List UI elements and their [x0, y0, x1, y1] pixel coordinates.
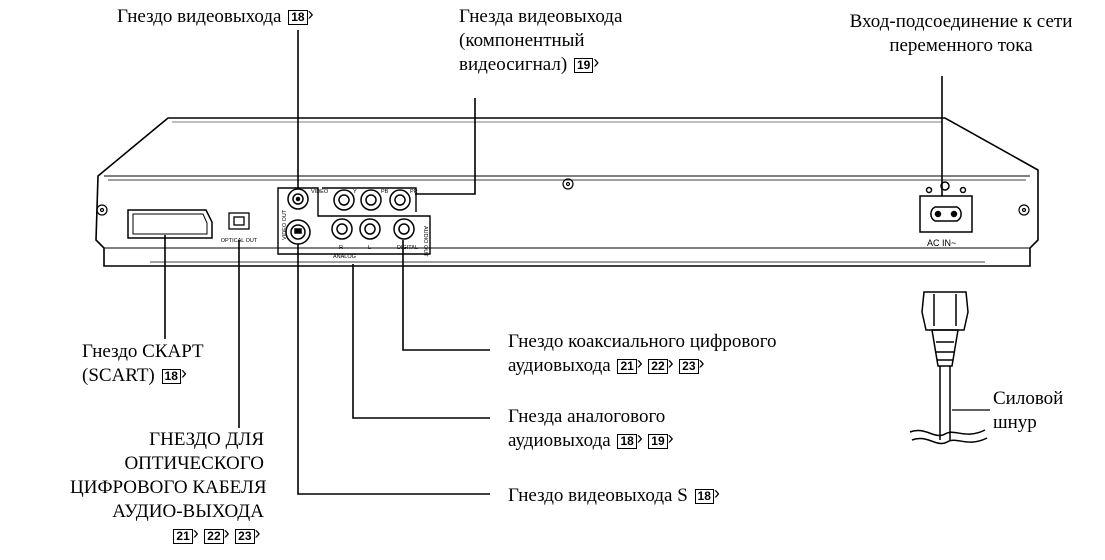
video-out-text: VIDEO OUT — [282, 209, 288, 240]
page-ref-badge: 21 — [173, 527, 199, 544]
av-jack-block — [277, 187, 431, 255]
page-ref-badge: 23 — [679, 357, 705, 374]
label-line: ГНЕЗДО ДЛЯ — [149, 429, 264, 450]
label-scart: Гнездо СКАРТ(SCART) 18 — [82, 340, 204, 388]
video-text: VIDEO — [311, 189, 329, 195]
scart-connector — [127, 209, 213, 239]
label-power-cord: Силовой шнур — [993, 387, 1063, 435]
ac-in-text: AC IN~ — [927, 238, 956, 248]
pb-text: PB — [381, 189, 389, 195]
label-line: Вход-подсоединение к сети — [849, 11, 1073, 32]
label-line: ОПТИЧЕСКОГО — [124, 453, 264, 474]
label-line: Гнездо СКАРТ — [82, 341, 204, 362]
audio-out-text: AUDIO OUT — [422, 226, 428, 257]
analog-text: ANALOG — [333, 254, 356, 260]
page-ref-badge: 23 — [235, 527, 261, 544]
power-cord — [909, 291, 990, 445]
page-ref-badge: 22 — [648, 357, 674, 374]
label-line: аудиовыхода 21 22 23 — [508, 354, 777, 378]
video-jack — [287, 188, 309, 210]
page-ref-badge: 18 — [161, 367, 187, 384]
label-line: Силовой — [993, 388, 1064, 409]
label-line: переменного тока — [889, 35, 1033, 56]
page-ref-badge: 22 — [204, 527, 230, 544]
label-ac-inlet: Вход-подсоединение к сети переменного ток… — [826, 10, 1096, 58]
label-line: аудиовыхода 18 19 — [508, 429, 677, 453]
page-ref-badge: 19 — [573, 56, 600, 73]
page-ref-badge: 18 — [288, 8, 314, 25]
label-line: (компонентный — [459, 30, 585, 51]
digital-text: DIGITAL — [397, 245, 418, 251]
label-line: (SCART) 18 — [82, 364, 204, 388]
component-jacks — [333, 189, 411, 211]
label-line: Гнездо видеовыхода S 18 — [508, 484, 723, 508]
label-line: шнур — [993, 412, 1037, 433]
leader-lines — [164, 30, 943, 495]
r-text: R — [339, 245, 343, 251]
label-optical: ГНЕЗДО ДЛЯ ОПТИЧЕСКОГО ЦИФРОВОГО КАБЕЛЯ АУД… — [70, 428, 267, 548]
page-ref-badge: 18 — [617, 432, 643, 449]
pr-text: PR — [410, 189, 418, 195]
page-ref-badge: 21 — [617, 357, 643, 374]
ac-inlet — [919, 181, 973, 233]
player-chassis — [95, 117, 1039, 267]
analog-audio-jacks — [331, 218, 381, 240]
s-video-jack — [285, 219, 311, 245]
label-line: Гнезда видеовыхода — [459, 6, 623, 27]
page-ref-badge: 18 — [694, 487, 720, 504]
page-ref-badge: 19 — [648, 432, 674, 449]
label-line: видеосигнал) 19 — [459, 53, 622, 77]
label-line: Гнездо видеовыхода 18 — [117, 5, 317, 29]
screws — [96, 178, 1030, 216]
coaxial-jack — [393, 218, 415, 240]
l-text: L — [368, 245, 371, 251]
label-s-video: Гнездо видеовыхода S 18 — [508, 484, 723, 508]
y-text: Y — [353, 189, 357, 195]
label-line: Гнезда аналогового — [508, 406, 666, 427]
label-line: Гнездо коаксиального цифрового — [508, 331, 777, 352]
label-video-out: Гнездо видеовыхода 18 — [117, 5, 317, 29]
optical-connector — [228, 212, 250, 230]
label-line: АУДИО-ВЫХОДА — [112, 501, 264, 522]
label-line: ЦИФРОВОГО КАБЕЛЯ — [70, 477, 267, 498]
